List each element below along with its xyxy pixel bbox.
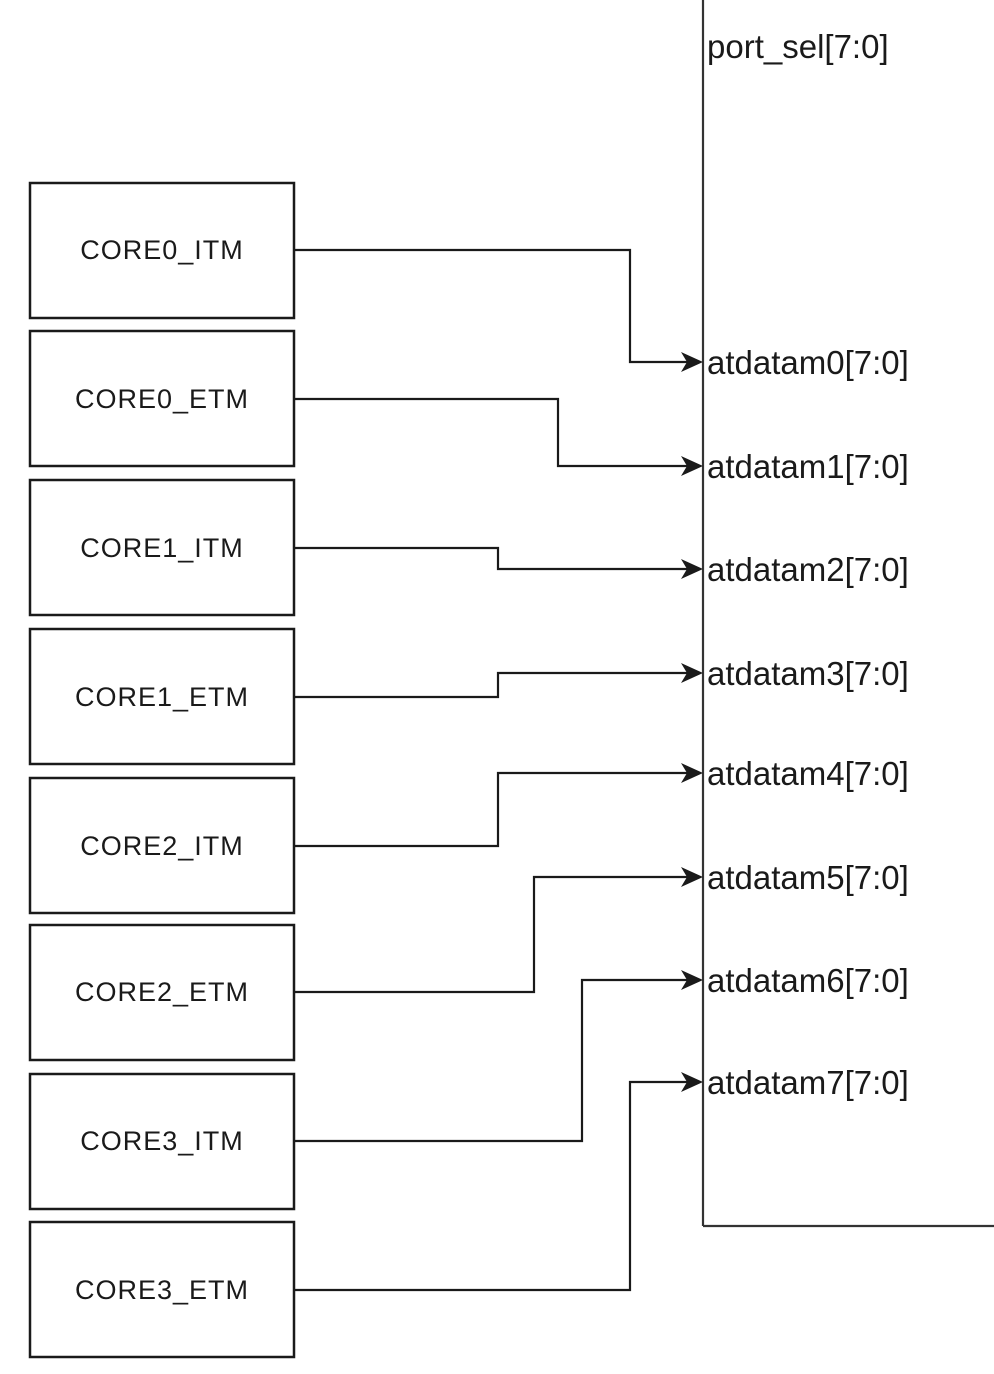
- port-label-3: atdatam3[7:0]: [707, 655, 909, 692]
- source-box-1: [28, 329, 296, 468]
- connections-group: CORE0_ITM atdatam0[7:0] CORE0_ETM atdatam1[…: [28, 181, 909, 1359]
- port-sel-label: port_sel[7:0]: [707, 28, 889, 65]
- arrow-4: [681, 763, 703, 783]
- port-label-6: atdatam6[7:0]: [707, 962, 909, 999]
- arrow-6: [681, 970, 703, 990]
- wire-2: [294, 546, 689, 571]
- arrow-5: [681, 867, 703, 887]
- source-box-5: [28, 923, 296, 1062]
- source-box-3: [28, 627, 296, 766]
- arrow-7: [681, 1072, 703, 1092]
- source-label-6: CORE3_ITM: [80, 1126, 244, 1156]
- wire-1: [294, 397, 689, 468]
- source-label-4: CORE2_ITM: [80, 831, 244, 861]
- source-box-4: [28, 776, 296, 915]
- wire-4: [294, 771, 689, 848]
- port-label-0: atdatam0[7:0]: [707, 344, 909, 381]
- source-box-2: [28, 478, 296, 617]
- source-label-5: CORE2_ETM: [75, 977, 249, 1007]
- arrow-1: [681, 456, 703, 476]
- source-label-1: CORE0_ETM: [75, 384, 249, 414]
- wire-6: [294, 978, 689, 1143]
- port-label-1: atdatam1[7:0]: [707, 448, 909, 485]
- source-box-0: [28, 181, 296, 320]
- port-label-7: atdatam7[7:0]: [707, 1064, 909, 1101]
- wire-0: [294, 248, 689, 364]
- source-label-7: CORE3_ETM: [75, 1275, 249, 1305]
- arrow-0: [681, 352, 703, 372]
- arrow-2: [681, 559, 703, 579]
- source-box-7: [28, 1220, 296, 1359]
- wire-3: [294, 671, 689, 699]
- source-label-3: CORE1_ETM: [75, 682, 249, 712]
- source-label-2: CORE1_ITM: [80, 533, 244, 563]
- wire-7: [294, 1080, 689, 1292]
- arrow-3: [681, 663, 703, 683]
- source-box-6: [28, 1072, 296, 1211]
- source-label-0: CORE0_ITM: [80, 235, 244, 265]
- port-label-2: atdatam2[7:0]: [707, 551, 909, 588]
- port-label-4: atdatam4[7:0]: [707, 755, 909, 792]
- port-label-5: atdatam5[7:0]: [707, 859, 909, 896]
- wire-5: [294, 875, 689, 994]
